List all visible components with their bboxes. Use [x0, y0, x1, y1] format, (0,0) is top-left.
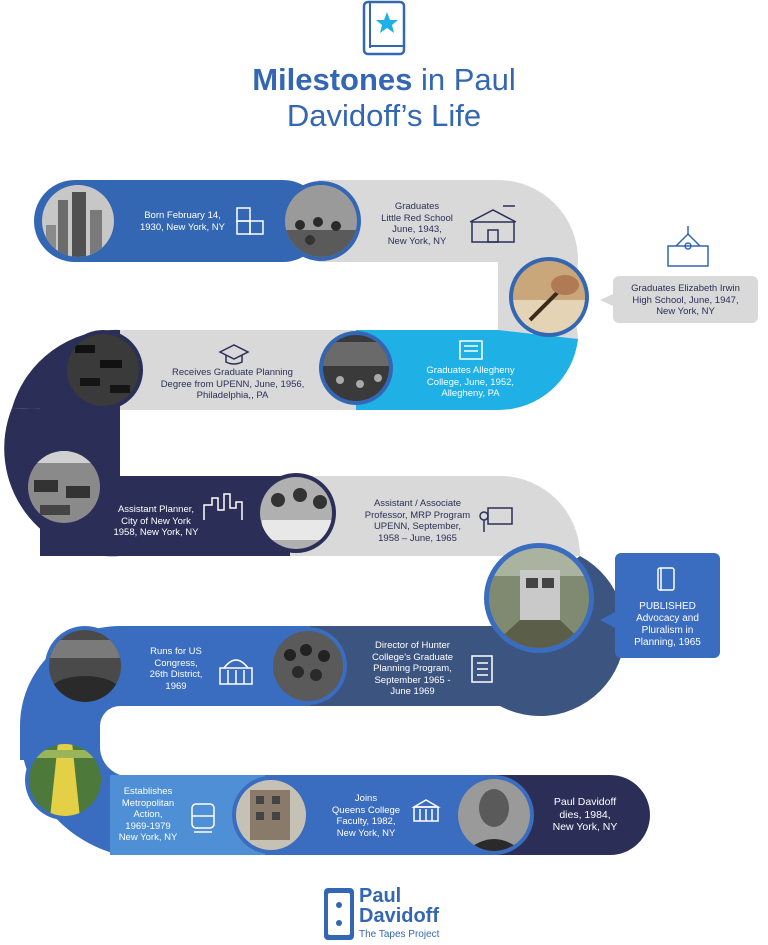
photo-classroom — [281, 181, 361, 261]
abc-blocks-icon — [236, 207, 264, 235]
cassette-logo-icon — [324, 888, 354, 940]
page-title: Milestones in Paul Davidoff’s Life — [252, 62, 516, 133]
photo-subway-car — [25, 740, 105, 820]
book-icon — [657, 567, 675, 591]
photo-building — [232, 776, 310, 854]
photo-nyc-skyline — [38, 181, 118, 261]
photo-congress-hall — [45, 626, 125, 706]
photo-portrait — [454, 775, 534, 855]
school-icon — [469, 205, 517, 243]
schoolhouse-icon — [667, 226, 709, 267]
photo-graduation-caps — [63, 330, 143, 410]
skyline-icon — [203, 493, 243, 520]
graduation-cap-icon — [218, 344, 250, 365]
checklist-icon — [471, 655, 493, 683]
train-icon — [191, 803, 215, 833]
capitol-icon — [219, 659, 253, 685]
callout-published — [600, 553, 720, 658]
photo-lecture-hall — [319, 331, 393, 405]
photo-subway-train — [484, 543, 594, 653]
teacher-board-icon — [479, 507, 513, 532]
book-star-icon — [362, 0, 406, 56]
photo-office-room — [24, 447, 104, 527]
brand-subtitle: The Tapes Project — [359, 929, 440, 940]
photo-pen-writing — [509, 257, 589, 337]
photo-crowd — [269, 627, 347, 705]
courthouse-icon — [411, 799, 441, 822]
diploma-icon — [459, 340, 483, 360]
photo-meeting — [256, 473, 336, 553]
callout-elizabeth-irwin — [600, 276, 758, 323]
milestone-born: Born February 14,1930, New York, NY — [139, 210, 226, 233]
